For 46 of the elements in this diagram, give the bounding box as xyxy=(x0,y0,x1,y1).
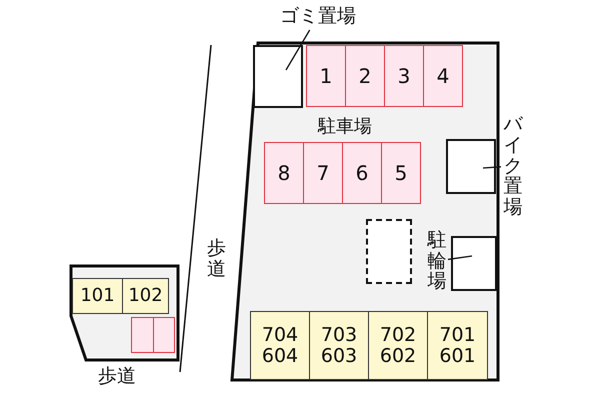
space-number: 8 xyxy=(278,162,290,184)
unit-number: 102 xyxy=(128,286,163,306)
storage-area xyxy=(253,45,303,108)
unit-number: 603 xyxy=(320,346,358,366)
parking-space xyxy=(384,45,424,107)
parking-space xyxy=(345,45,385,107)
dashed-area xyxy=(366,219,412,284)
walkway-label: 歩道 xyxy=(98,366,136,387)
unit-number: 704 xyxy=(262,324,298,346)
unit-number: 602 xyxy=(380,346,416,366)
unit-box xyxy=(250,311,310,380)
unit-box xyxy=(72,278,123,314)
space-number: 1 xyxy=(320,65,332,87)
unit-box xyxy=(368,311,428,380)
space-number: 3 xyxy=(398,65,410,87)
space-number: 6 xyxy=(356,162,368,184)
unit-number: 601 xyxy=(439,346,476,366)
parking-space xyxy=(423,45,463,107)
area-label: ゴミ置場 xyxy=(280,6,356,26)
space-number: 5 xyxy=(394,162,408,184)
parking-space xyxy=(303,142,343,204)
parking-space xyxy=(264,142,304,204)
space-number: 2 xyxy=(358,65,372,87)
unit-box xyxy=(309,311,369,380)
parking-space xyxy=(342,142,382,204)
unit-number: 604 xyxy=(262,346,298,366)
space-number: 4 xyxy=(436,65,450,87)
unit-number: 703 xyxy=(320,324,358,346)
parking-space xyxy=(131,317,154,353)
storage-area xyxy=(451,236,497,291)
area-label: 駐輪場 xyxy=(428,230,446,292)
area-label: バイク置場 xyxy=(504,114,522,218)
walkway-label: 歩道 xyxy=(207,238,226,280)
area-label: 駐車場 xyxy=(318,117,372,137)
unit-box xyxy=(122,278,169,314)
parking-space xyxy=(306,45,346,107)
unit-box xyxy=(427,311,488,380)
unit-number: 702 xyxy=(380,324,416,346)
storage-area xyxy=(446,139,496,194)
parking-space xyxy=(381,142,421,204)
parking-space xyxy=(153,317,175,353)
leader-line xyxy=(448,255,472,260)
unit-number: 701 xyxy=(439,324,476,346)
unit-number: 101 xyxy=(80,286,115,306)
space-number: 7 xyxy=(316,162,330,184)
leader-line xyxy=(482,166,502,169)
